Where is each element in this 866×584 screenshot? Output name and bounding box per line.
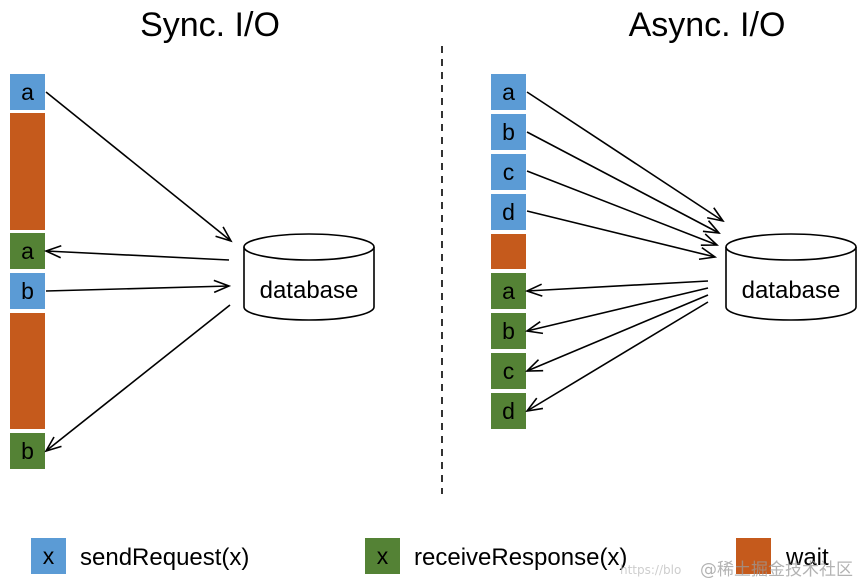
block-label: b <box>21 438 34 464</box>
receive-block <box>491 393 526 429</box>
block-label: b <box>21 278 34 304</box>
block-label: c <box>503 159 515 185</box>
block-label: a <box>21 238 34 264</box>
sync-arrow-send-a <box>45 91 231 241</box>
legend-send-label: sendRequest(x) <box>80 544 249 571</box>
async-block-send-b: b <box>491 114 526 150</box>
sync-timeline: a a b b <box>10 74 45 469</box>
sync-wait-block-1 <box>10 113 45 230</box>
watermark-url: https://blo <box>620 563 681 577</box>
async-arrows <box>526 91 723 411</box>
async-timeline: a b c d a b c d <box>491 74 526 429</box>
send-block <box>491 194 526 230</box>
sync-wait-block-2 <box>10 313 45 429</box>
legend-receive-label: receiveResponse(x) <box>414 544 627 571</box>
legend-item-send: x sendRequest(x) <box>31 538 249 574</box>
send-block <box>491 114 526 150</box>
block-label: a <box>502 278 515 304</box>
block-label: b <box>502 318 515 344</box>
async-arrow-send-b <box>526 131 719 233</box>
async-block-send-c: c <box>491 154 526 190</box>
block-label: a <box>502 79 515 105</box>
legend-item-wait: wait <box>736 538 829 574</box>
async-block-receive-a: a <box>491 273 526 309</box>
async-block-send-a: a <box>491 74 526 110</box>
send-block <box>491 74 526 110</box>
block-label: d <box>502 199 515 225</box>
block-label: c <box>503 358 515 384</box>
async-title: Async. I/O <box>629 6 786 44</box>
watermark-site: @稀土掘金技术社区 <box>700 560 853 580</box>
legend-receive-swatch <box>365 538 400 574</box>
async-block-receive-b: b <box>491 313 526 349</box>
legend-item-receive: x receiveResponse(x) <box>365 538 627 574</box>
receive-block <box>491 273 526 309</box>
receive-block <box>491 353 526 389</box>
sync-arrow-receive-a <box>46 251 230 261</box>
sync-database: database <box>243 233 375 321</box>
legend-send-swatch <box>31 538 66 574</box>
legend-receive-symbol: x <box>377 543 389 569</box>
block-label: d <box>502 398 515 424</box>
async-arrow-receive-a <box>527 280 709 291</box>
sync-block-receive-a: a <box>10 233 45 269</box>
async-block-receive-c: c <box>491 353 526 389</box>
block-label: a <box>21 79 34 105</box>
send-block <box>10 74 45 110</box>
async-arrow-receive-b <box>527 287 709 331</box>
async-arrow-send-a <box>526 91 723 221</box>
watermark: https://blo @稀土掘金技术社区 <box>620 560 853 580</box>
sync-database-label: database <box>260 277 359 304</box>
async-wait-block <box>491 234 526 269</box>
async-arrow-send-d <box>526 210 715 257</box>
receive-block <box>10 233 45 269</box>
send-block <box>10 273 45 309</box>
send-block <box>491 154 526 190</box>
async-database: database <box>725 233 857 321</box>
sync-arrow-send-b <box>45 286 229 291</box>
legend-wait-label: wait <box>785 544 829 571</box>
receive-block <box>491 313 526 349</box>
receive-block <box>10 433 45 469</box>
sync-arrow-receive-b <box>46 304 231 451</box>
sync-block-send-b: b <box>10 273 45 309</box>
legend-wait-swatch <box>736 538 771 574</box>
legend: x sendRequest(x) x receiveResponse(x) wa… <box>31 538 829 574</box>
async-arrow-send-c <box>526 170 717 245</box>
sync-block-receive-b: b <box>10 433 45 469</box>
sync-block-send-a: a <box>10 74 45 110</box>
async-block-send-d: d <box>491 194 526 230</box>
async-arrow-receive-c <box>527 294 709 371</box>
sync-arrows <box>45 91 231 451</box>
block-label: b <box>502 119 515 145</box>
async-database-label: database <box>742 277 841 304</box>
async-arrow-receive-d <box>527 301 709 411</box>
sync-title: Sync. I/O <box>140 6 280 44</box>
legend-send-symbol: x <box>43 543 55 569</box>
async-block-receive-d: d <box>491 393 526 429</box>
